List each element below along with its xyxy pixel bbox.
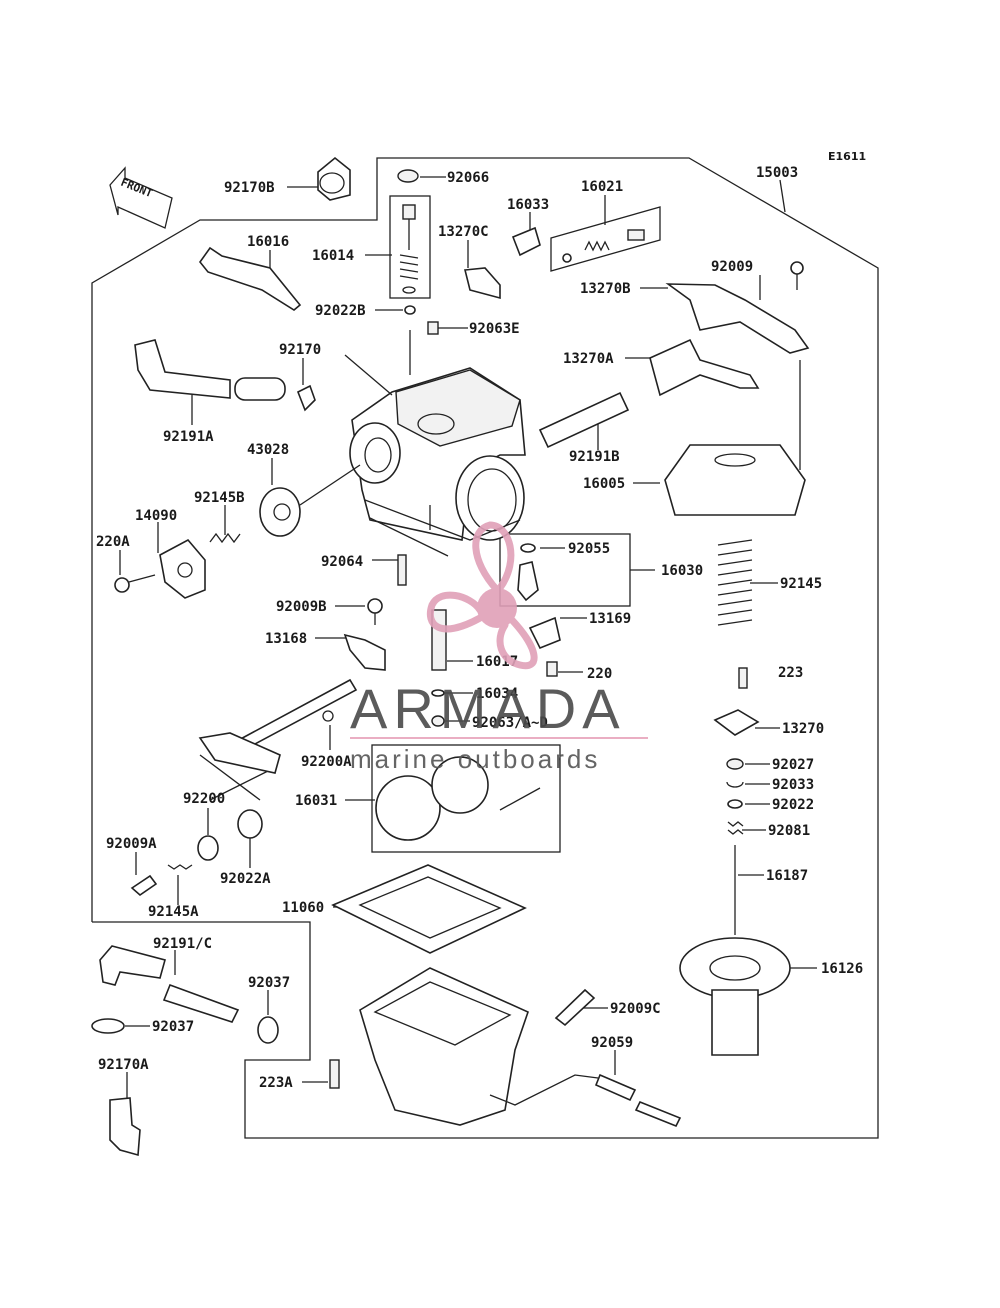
callout-92009B: 92009B [276, 599, 327, 615]
assembly-frame [91, 157, 879, 1139]
callout-16005: 16005 [583, 476, 625, 492]
front-direction-arrow: FRONT [109, 166, 173, 229]
callout-92009A: 92009A [106, 836, 157, 852]
callout-92170: 92170 [279, 342, 321, 358]
callout-92191B: 92191B [569, 449, 620, 465]
callout-92145: 92145 [780, 576, 822, 592]
callout-92066: 92066 [447, 170, 489, 186]
callout-223A: 223A [259, 1075, 293, 1091]
callout-92063E: 92063E [469, 321, 520, 337]
part-callouts: 15003 92066 92170B 16021 16033 13270C 16… [96, 165, 863, 1091]
callout-16031: 16031 [295, 793, 337, 809]
carburetor-body [349, 367, 526, 557]
armada-watermark: ARMADA marine outboards [350, 521, 648, 774]
callout-13270A: 13270A [563, 351, 614, 367]
callout-16014: 16014 [312, 248, 354, 264]
front-label: FRONT [119, 176, 155, 201]
brand-tagline: marine outboards [350, 744, 600, 774]
callout-13168: 13168 [265, 631, 307, 647]
callout-220: 220 [587, 666, 612, 682]
callout-11060: 11060 [282, 900, 324, 916]
callout-16034: 16034 [476, 686, 518, 702]
callout-92200A: 92200A [301, 754, 352, 770]
callout-16021: 16021 [581, 179, 623, 195]
callout-92037-upper: 92037 [248, 975, 290, 991]
callout-13270C: 13270C [438, 224, 489, 240]
callout-220A: 220A [96, 534, 130, 550]
callout-92022A: 92022A [220, 871, 271, 887]
callout-92081: 92081 [768, 823, 810, 839]
callout-92170A: 92170A [98, 1057, 149, 1073]
callout-14090: 14090 [135, 508, 177, 524]
callout-92059: 92059 [591, 1035, 633, 1051]
callout-92009: 92009 [711, 259, 753, 275]
callout-16126: 16126 [821, 961, 863, 977]
callout-16030: 16030 [661, 563, 703, 579]
callout-92191A: 92191A [163, 429, 214, 445]
callout-92027: 92027 [772, 757, 814, 773]
brand-name: ARMADA [350, 677, 626, 740]
callout-92009C: 92009C [610, 1001, 661, 1017]
callout-223: 223 [778, 665, 803, 681]
callout-92145B: 92145B [194, 490, 245, 506]
brand-rule [350, 737, 648, 739]
callout-92064: 92064 [321, 554, 363, 570]
callout-13270: 13270 [782, 721, 824, 737]
callout-92037-lower: 92037 [152, 1019, 194, 1035]
reference-code: E1611 [828, 150, 866, 163]
callout-92033: 92033 [772, 777, 814, 793]
part-shapes [91, 156, 810, 1157]
callout-43028: 43028 [247, 442, 289, 458]
callout-92200: 92200 [183, 791, 225, 807]
callout-92191C: 92191/C [153, 936, 212, 952]
callout-15003: 15003 [756, 165, 798, 181]
propeller-logo-icon [426, 521, 538, 670]
callout-16187: 16187 [766, 868, 808, 884]
callout-13169: 13169 [589, 611, 631, 627]
callout-92145A: 92145A [148, 904, 199, 920]
callout-92055: 92055 [568, 541, 610, 557]
callout-92022: 92022 [772, 797, 814, 813]
callout-16016: 16016 [247, 234, 289, 250]
callout-13270B: 13270B [580, 281, 631, 297]
callout-16033: 16033 [507, 197, 549, 213]
callout-92170B: 92170B [224, 180, 275, 196]
callout-92063AD: 92063/A~D [472, 715, 548, 731]
callout-92022B: 92022B [315, 303, 366, 319]
